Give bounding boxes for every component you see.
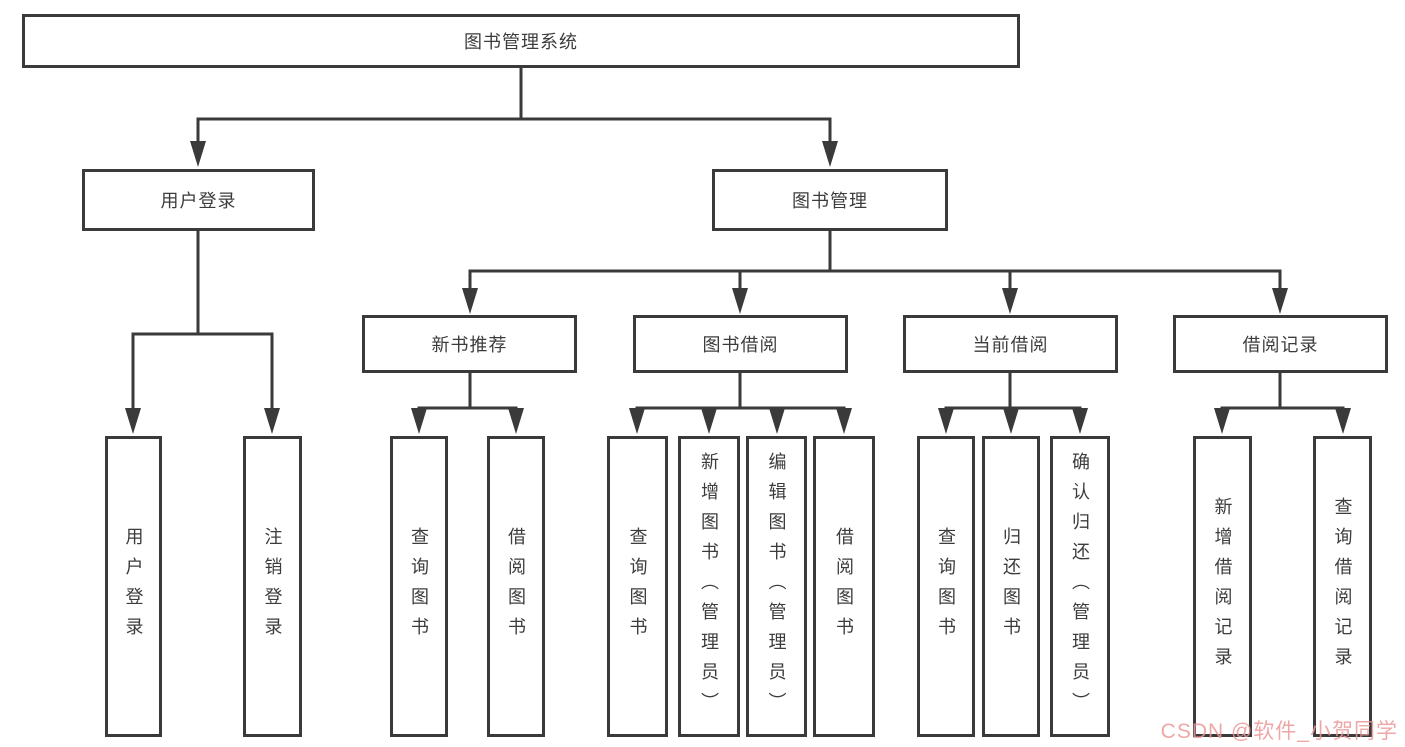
leaf-query-books: 查询图书 (917, 436, 975, 737)
node-book-borrowing: 图书借阅 (633, 315, 848, 373)
arrowhead (1072, 408, 1088, 434)
node-label: 当前借阅 (972, 335, 1049, 355)
arrowhead (836, 408, 852, 434)
arrowhead (1272, 288, 1288, 314)
leaf-label: 新增图书（管理员） (699, 451, 719, 722)
arrowhead (1335, 408, 1351, 434)
arrowhead (264, 408, 280, 434)
arrowhead (411, 408, 427, 434)
node-new-book-recommend: 新书推荐 (362, 315, 577, 373)
node-label: 新书推荐 (431, 335, 508, 355)
leaf-label: 查询图书 (627, 526, 648, 647)
node-current-borrowing: 当前借阅 (903, 315, 1118, 373)
arrowhead (629, 408, 645, 434)
arrowhead (1002, 288, 1018, 314)
leaf-return-books: 归还图书 (982, 436, 1040, 737)
leaf-add-borrow-record: 新增借阅记录 (1193, 436, 1252, 737)
leaf-query-books: 查询图书 (607, 436, 668, 737)
leaf-logout: 注销登录 (243, 436, 302, 737)
arrowhead (822, 141, 838, 167)
leaf-label: 查询图书 (936, 526, 956, 647)
node-label: 图书管理 (792, 191, 868, 211)
node-book-management: 图书管理 (712, 169, 948, 231)
arrowhead (462, 288, 478, 314)
leaf-query-books: 查询图书 (390, 436, 448, 737)
leaf-label: 借阅图书 (506, 526, 526, 647)
leaf-label: 编辑图书（管理员） (766, 451, 787, 722)
leaf-edit-books-admin: 编辑图书（管理员） (746, 436, 807, 737)
node-label: 图书管理系统 (464, 32, 578, 52)
arrowhead (938, 408, 954, 434)
node-borrow-records: 借阅记录 (1173, 315, 1388, 373)
node-label: 借阅记录 (1242, 335, 1319, 355)
leaf-confirm-return-admin: 确认归还（管理员） (1050, 436, 1110, 737)
leaf-label: 注销登录 (262, 526, 283, 647)
leaf-add-books-admin: 新增图书（管理员） (678, 436, 740, 737)
csdn-watermark: CSDN @软件_小贺同学 (1160, 720, 1398, 743)
node-root-system: 图书管理系统 (22, 14, 1020, 68)
arrowhead (1003, 408, 1019, 434)
arrowhead (190, 141, 206, 167)
leaf-label: 确认归还（管理员） (1070, 451, 1090, 722)
leaf-label: 新增借阅记录 (1212, 496, 1233, 677)
arrowhead (701, 408, 717, 434)
arrowhead (769, 408, 785, 434)
leaf-label: 归还图书 (1001, 526, 1021, 647)
arrowhead (732, 288, 748, 314)
arrowhead (125, 408, 141, 434)
node-label: 图书借阅 (702, 335, 779, 355)
leaf-label: 查询图书 (409, 526, 429, 647)
arrowhead (1214, 408, 1230, 434)
leaf-label: 用户登录 (123, 526, 144, 647)
node-user-login: 用户登录 (82, 169, 315, 231)
arrowhead (508, 408, 524, 434)
leaf-borrow-books: 借阅图书 (487, 436, 545, 737)
leaf-user-login: 用户登录 (105, 436, 162, 737)
leaf-label: 查询借阅记录 (1332, 496, 1353, 677)
leaf-query-borrow-record: 查询借阅记录 (1313, 436, 1372, 737)
leaf-label: 借阅图书 (834, 526, 854, 647)
leaf-borrow-books: 借阅图书 (813, 436, 875, 737)
node-label: 用户登录 (160, 191, 237, 211)
